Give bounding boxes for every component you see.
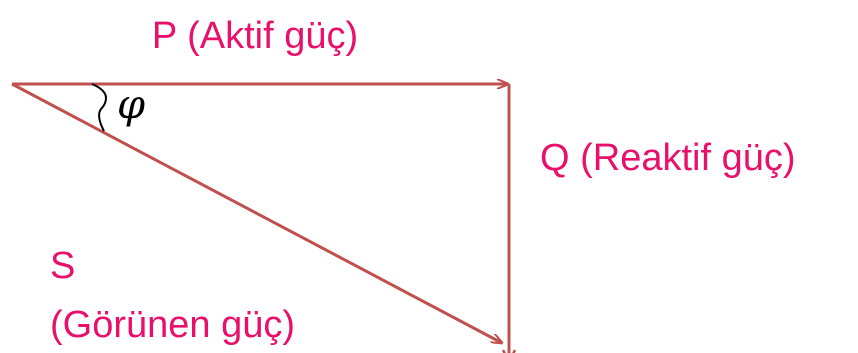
- reactive-power-label: Q (Reaktif güç): [540, 137, 796, 179]
- active-power-label: P (Aktif güç): [152, 15, 358, 57]
- angle-phi-label: φ: [117, 82, 145, 128]
- angle-arc: [91, 83, 108, 132]
- apparent-power-symbol-label: S: [50, 245, 75, 287]
- apparent-power-name-label: (Görünen güç): [50, 304, 295, 346]
- apparent-power-vector: [11, 82, 502, 343]
